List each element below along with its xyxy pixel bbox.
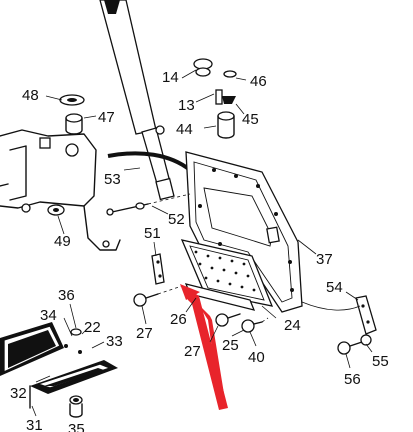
label-48: 48 bbox=[22, 87, 39, 104]
small-parts-top bbox=[193, 58, 237, 139]
label-53: 53 bbox=[104, 171, 121, 188]
label-36: 36 bbox=[58, 287, 75, 304]
label-44: 44 bbox=[176, 121, 193, 138]
label-27-left: 27 bbox=[136, 325, 153, 342]
label-24: 24 bbox=[284, 317, 301, 334]
label-33: 33 bbox=[106, 333, 123, 350]
perforated-plate bbox=[180, 239, 274, 311]
bracket-54 bbox=[355, 295, 377, 335]
label-26: 26 bbox=[170, 311, 187, 328]
label-13: 13 bbox=[178, 97, 195, 114]
gas-strut bbox=[99, 0, 175, 201]
bushings-48-47 bbox=[59, 94, 85, 135]
label-25: 25 bbox=[222, 337, 239, 354]
red-arrows bbox=[180, 284, 228, 410]
bracket-51 bbox=[151, 253, 165, 285]
label-45: 45 bbox=[242, 111, 259, 128]
label-46: 46 bbox=[250, 73, 267, 90]
label-56: 56 bbox=[344, 371, 361, 388]
label-22: 22 bbox=[84, 319, 101, 336]
leader-lines bbox=[31, 69, 373, 417]
label-14: 14 bbox=[162, 69, 179, 86]
screws bbox=[133, 285, 372, 355]
label-31: 31 bbox=[26, 417, 43, 432]
pin-52 bbox=[106, 193, 191, 216]
label-32: 32 bbox=[10, 385, 27, 402]
label-37: 37 bbox=[316, 251, 333, 268]
left-frame bbox=[0, 129, 121, 251]
label-34: 34 bbox=[40, 307, 57, 324]
label-27-bottom: 27 bbox=[184, 343, 201, 360]
label-35: 35 bbox=[68, 421, 85, 432]
cover-plate bbox=[185, 151, 303, 313]
label-52: 52 bbox=[168, 211, 185, 228]
label-49: 49 bbox=[54, 233, 71, 250]
lower-panels bbox=[0, 322, 118, 418]
label-40: 40 bbox=[248, 349, 265, 366]
label-55: 55 bbox=[372, 353, 389, 370]
label-54: 54 bbox=[326, 279, 343, 296]
label-47: 47 bbox=[98, 109, 115, 126]
part-labels: 14 46 48 47 13 45 44 53 52 51 37 49 54 3… bbox=[10, 69, 389, 432]
label-51: 51 bbox=[144, 225, 161, 242]
washer-49 bbox=[47, 204, 65, 216]
